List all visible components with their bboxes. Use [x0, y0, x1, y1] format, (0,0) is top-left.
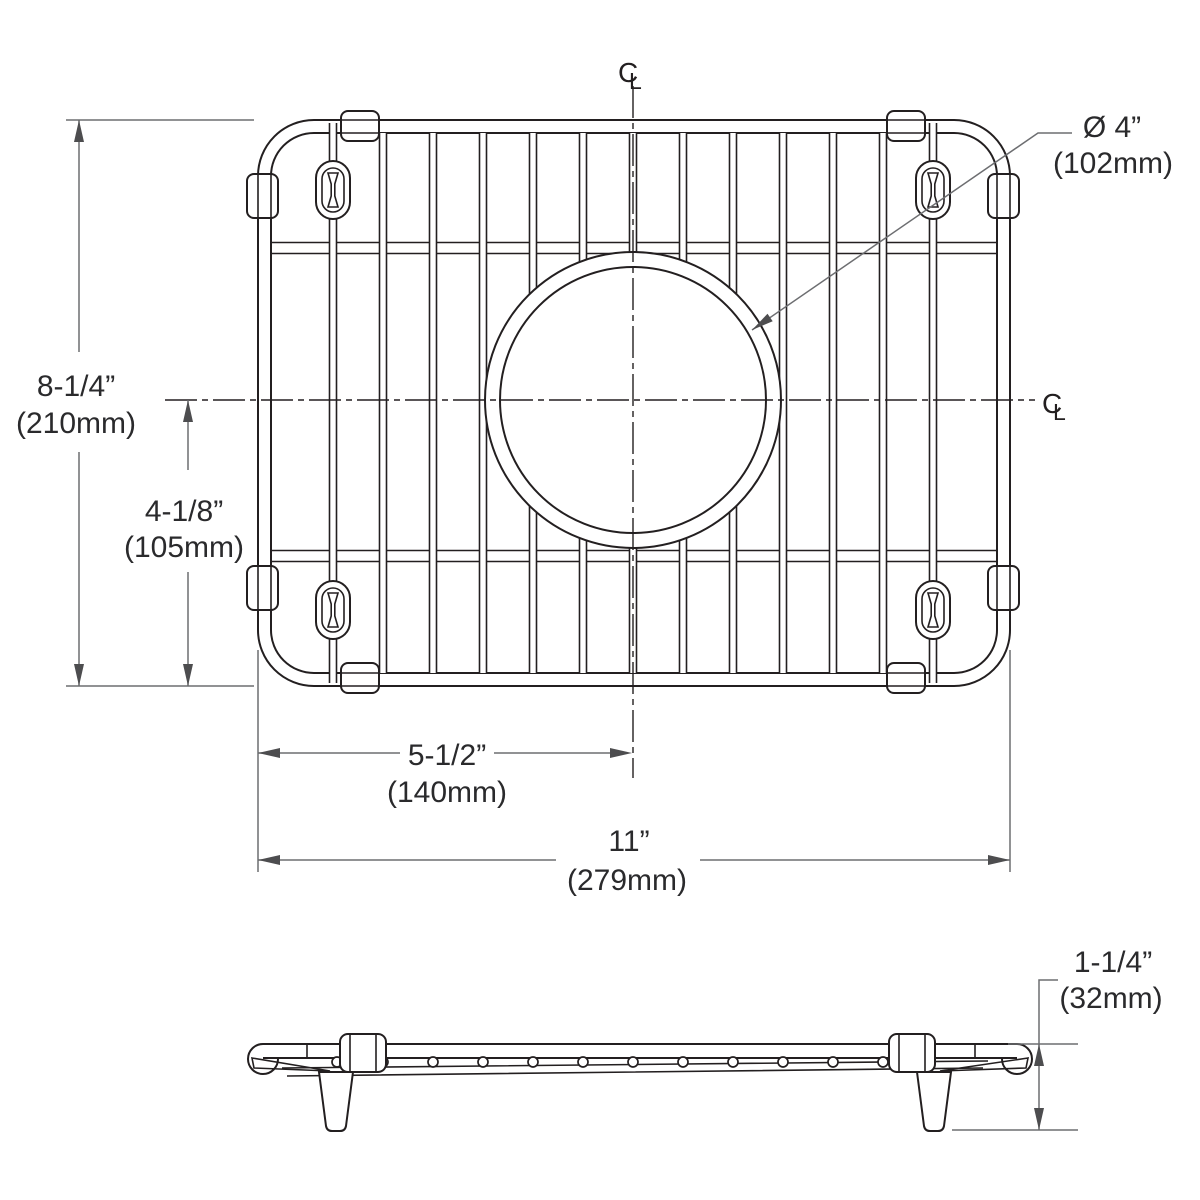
dimension-line [1038, 979, 1058, 1130]
dimension-label: 4-1/8” [145, 495, 223, 528]
rim-clip [987, 565, 1020, 611]
wire-end [477, 1056, 489, 1068]
grid-wire [428, 133, 438, 673]
dimension-label-metric: (210mm) [16, 407, 136, 440]
dimension-label-metric: (279mm) [567, 864, 687, 897]
arrowhead-up [74, 120, 84, 142]
dimension-label: 1-1/4” [1074, 946, 1152, 979]
feet [315, 160, 951, 640]
dimension-overall-height: 8-1/4” (210mm) [16, 119, 254, 687]
rim-clip [340, 662, 380, 694]
arrowhead-right [988, 855, 1010, 865]
grid-wire [378, 133, 388, 673]
centerlines: C L C L [165, 57, 1066, 778]
side-view [247, 1033, 1033, 1132]
foot-side [317, 1071, 355, 1132]
dimension-overall-width: 11” (279mm) [258, 650, 1011, 897]
arrowhead-leader [752, 313, 773, 330]
rim-clips [246, 110, 1020, 694]
wire-end [627, 1056, 639, 1068]
grid-wire [878, 133, 888, 673]
wire-end [427, 1056, 439, 1068]
arrowhead-up [183, 400, 193, 422]
rim-clip [886, 662, 926, 694]
dimension-left-to-centerline: 5-1/2” (140mm) [257, 650, 632, 872]
arrowhead-down [1034, 1108, 1044, 1130]
centerline-symbol-c: C [618, 57, 638, 88]
dimension-label: 11” [608, 825, 649, 858]
wire-end [677, 1056, 689, 1068]
extension-lines [66, 119, 254, 687]
arrowhead-down [183, 664, 193, 686]
wire-ends [331, 1056, 889, 1068]
dimension-label-metric: (140mm) [387, 776, 507, 809]
dimension-label: 8-1/4” [37, 370, 115, 403]
wire-end [777, 1056, 789, 1068]
dimension-label-metric: (102mm) [1053, 147, 1173, 180]
wire-end [577, 1056, 589, 1068]
dimension-label-metric: (32mm) [1059, 982, 1162, 1015]
side-bumper [339, 1033, 387, 1073]
leader-line [751, 132, 1072, 331]
wire-end [727, 1056, 739, 1068]
wire-end [877, 1056, 889, 1068]
dimension-label-metric: (105mm) [124, 531, 244, 564]
arrowhead-up [1034, 1044, 1044, 1066]
arrowhead-left [258, 855, 280, 865]
foot [315, 160, 351, 220]
centerline-symbol-c: C [1042, 388, 1062, 419]
centerline-symbol-top: C L [618, 57, 642, 94]
dimension-hole-diameter: Ø 4” (102mm) [751, 111, 1173, 331]
side-bumper [888, 1033, 936, 1073]
leg-wedge [939, 1057, 1030, 1072]
foot [915, 160, 951, 220]
rim-clip [340, 110, 380, 142]
wire-end [827, 1056, 839, 1068]
centerline-symbol-right: C L [1042, 388, 1066, 425]
dimension-profile-height: 1-1/4” (32mm) [952, 946, 1163, 1131]
arrowhead-down [74, 664, 84, 686]
arrowhead-right [610, 748, 632, 758]
dimension-label: 5-1/2” [408, 739, 486, 772]
centerline-symbol-l: L [629, 68, 642, 94]
tube-joint-lines [306, 1044, 976, 1058]
dimension-centerline-to-bottom: 4-1/8” (105mm) [124, 400, 244, 686]
leg-wedge [250, 1057, 331, 1072]
arrowhead-left [258, 748, 280, 758]
dimension-label: Ø 4” [1083, 111, 1141, 144]
rim-clip [886, 110, 926, 142]
extension-lines [952, 1043, 1078, 1131]
centerline-symbol-l: L [1053, 399, 1066, 425]
rim-clip [987, 173, 1020, 219]
grid-wire [828, 133, 838, 673]
rim-clip [246, 173, 279, 219]
wire-end [527, 1056, 539, 1068]
foot [915, 580, 951, 640]
foot-side [915, 1071, 953, 1132]
foot [315, 580, 351, 640]
rim-clip [246, 565, 279, 611]
rim-outer [257, 119, 1011, 687]
